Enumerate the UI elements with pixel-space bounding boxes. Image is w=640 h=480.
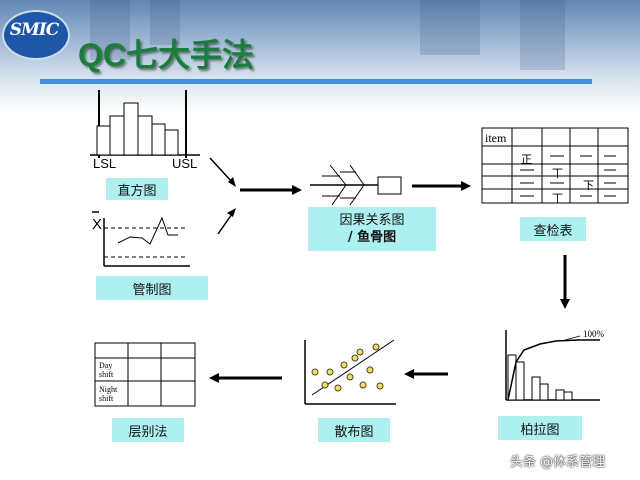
fishbone-label-line1: 因果关系图 [339,213,405,228]
pareto-graphic [505,330,600,401]
night-shift-label: Night shift [99,385,117,403]
night-shift-text: shift [99,394,114,403]
tally-mark-4: 下 [583,180,594,192]
header-banner [0,0,640,112]
fishbone-label: 因果关系图 / 鱼骨图 [308,207,436,251]
control-chart-graphic [92,211,190,267]
usl-label: USL [172,156,198,171]
tally-mark-2: 丅 [552,168,563,180]
day-text: Day [99,361,113,370]
scatter-label: 散布图 [318,418,390,442]
input-arrows [209,157,302,235]
lsl-label: LSL [93,156,117,171]
night-text: Night [99,385,118,394]
check-sheet-header: item [485,131,507,145]
day-shift-text: shift [99,370,114,379]
xbar-label: X [92,216,103,233]
pareto-percent-label: 100% [583,329,604,339]
arrow-to-pareto [560,255,570,309]
arrow-to-scatter [404,369,448,379]
smic-logo [2,10,70,60]
stratification-graphic [94,342,196,407]
check-sheet-graphic [481,127,629,204]
scatter-graphic [304,339,396,405]
stratification-label: 层别法 [112,418,184,442]
page-title: QC七大手法 [78,37,255,73]
tally-mark-3: 丅 [552,193,563,205]
fishbone-label-line2: / 鱼骨图 [347,230,397,245]
check-sheet-label: 查检表 [520,217,586,241]
histogram-label: 直方图 [106,178,168,200]
arrow-to-check-sheet [412,181,471,191]
logo-text: SMIC [9,20,60,40]
arrow-to-stratification [209,373,282,383]
histogram-graphic [90,90,200,158]
tally-mark-1: 正 [521,154,532,166]
day-shift-label: Day shift [99,361,113,379]
watermark: 头条 @体系管理 [510,455,606,470]
control-chart-label: 管制图 [96,276,208,300]
title-underline [40,79,592,84]
fishbone-graphic [310,164,402,206]
pareto-label: 柏拉图 [498,416,582,440]
